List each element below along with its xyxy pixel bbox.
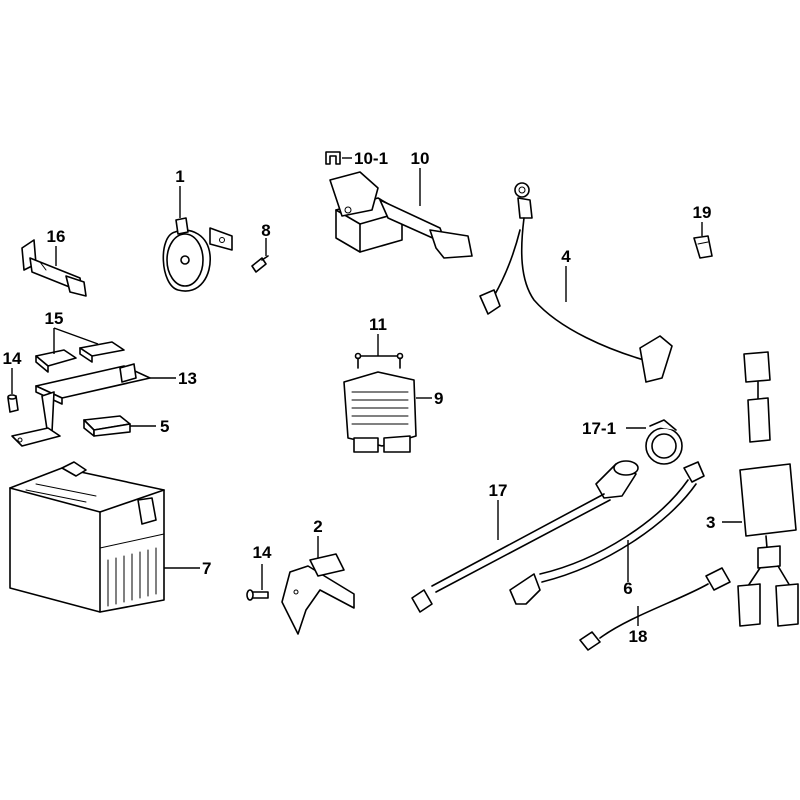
callout-18: 18	[629, 627, 648, 646]
callout-3: 3	[706, 513, 715, 532]
relay-part	[329, 171, 473, 259]
horn-part	[162, 217, 233, 292]
callout-14-bottom: 14	[253, 543, 272, 562]
callout-17: 17	[489, 481, 508, 500]
socket-cap-part	[645, 419, 683, 465]
strap-part	[21, 239, 87, 297]
callout-19: 19	[693, 203, 712, 222]
callout-7: 7	[202, 559, 211, 578]
pad-part	[83, 415, 131, 437]
screw-part	[251, 255, 269, 273]
callout-5: 5	[160, 417, 169, 436]
pads-part	[35, 341, 125, 373]
bolt-part-bottom	[246, 589, 269, 601]
ground-cable-part	[509, 461, 705, 605]
callout-10-1: 10-1	[354, 149, 388, 168]
sub-harness-part	[579, 567, 731, 651]
callout-14-left: 14	[3, 349, 22, 368]
battery-ribs	[107, 547, 157, 607]
callout-2: 2	[313, 517, 322, 536]
callout-4: 4	[561, 247, 571, 266]
callout-15: 15	[45, 309, 64, 328]
socket-harness-part	[411, 460, 639, 613]
callout-17-1: 17-1	[582, 419, 616, 438]
callout-10: 10	[411, 149, 430, 168]
bolt-part-left	[7, 394, 19, 413]
clip-part	[325, 151, 341, 165]
main-harness-part	[737, 351, 799, 627]
battery-part	[9, 461, 165, 613]
fuse-part	[693, 235, 713, 259]
callout-1: 1	[175, 167, 184, 186]
callout-6: 6	[623, 579, 632, 598]
callout-13: 13	[178, 369, 197, 388]
bracket-part	[281, 553, 355, 635]
regulator-part	[343, 371, 417, 453]
callout-9: 9	[434, 389, 443, 408]
callout-11: 11	[369, 315, 387, 334]
battery-cable-part	[479, 182, 673, 383]
callout-8: 8	[261, 221, 270, 240]
callout-16: 16	[47, 227, 66, 246]
tray-part	[11, 363, 151, 447]
